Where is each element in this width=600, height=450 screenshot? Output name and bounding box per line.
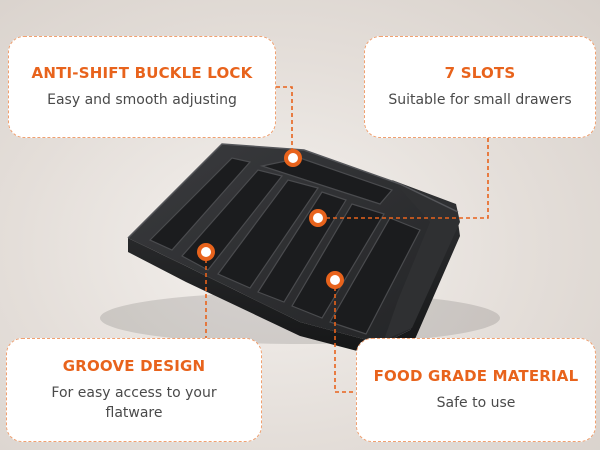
- hotspot-slots: [309, 209, 327, 227]
- callout-food-grade: FOOD GRADE MATERIAL Safe to use: [356, 338, 596, 442]
- callout-buckle-lock: ANTI-SHIFT BUCKLE LOCK Easy and smooth a…: [8, 36, 276, 138]
- slot-6: [329, 217, 421, 335]
- tray-rim: [127, 143, 459, 239]
- slot-grooves: [148, 157, 421, 335]
- leader-buckle: [276, 86, 293, 158]
- callout-slots-title: 7 SLOTS: [444, 64, 516, 82]
- hotspot-groove: [197, 243, 215, 261]
- leader-slots: [318, 138, 489, 219]
- callout-food-title: FOOD GRADE MATERIAL: [373, 367, 579, 385]
- hotspots: [197, 149, 344, 289]
- callout-buckle-desc: Easy and smooth adjusting: [47, 92, 237, 108]
- callout-slots: 7 SLOTS Suitable for small drawers: [364, 36, 596, 138]
- callout-food-desc: Safe to use: [436, 395, 516, 411]
- callout-slots-desc: Suitable for small drawers: [388, 92, 572, 108]
- tray-extension: [384, 180, 460, 340]
- slot-5: [291, 203, 385, 319]
- leader-food: [334, 280, 356, 393]
- hotspot-food: [326, 271, 344, 289]
- slot-3: [217, 179, 319, 289]
- tray-side: [128, 222, 460, 358]
- leader-lines: [205, 86, 489, 393]
- hotspot-buckle: [284, 149, 302, 167]
- callout-buckle-title: ANTI-SHIFT BUCKLE LOCK: [31, 64, 253, 82]
- callout-groove-title: GROOVE DESIGN: [62, 357, 206, 375]
- callout-groove-desc: For easy access to your flatware: [51, 385, 217, 421]
- slot-1: [148, 157, 252, 251]
- callout-groove: GROOVE DESIGN For easy access to your fl…: [6, 338, 262, 442]
